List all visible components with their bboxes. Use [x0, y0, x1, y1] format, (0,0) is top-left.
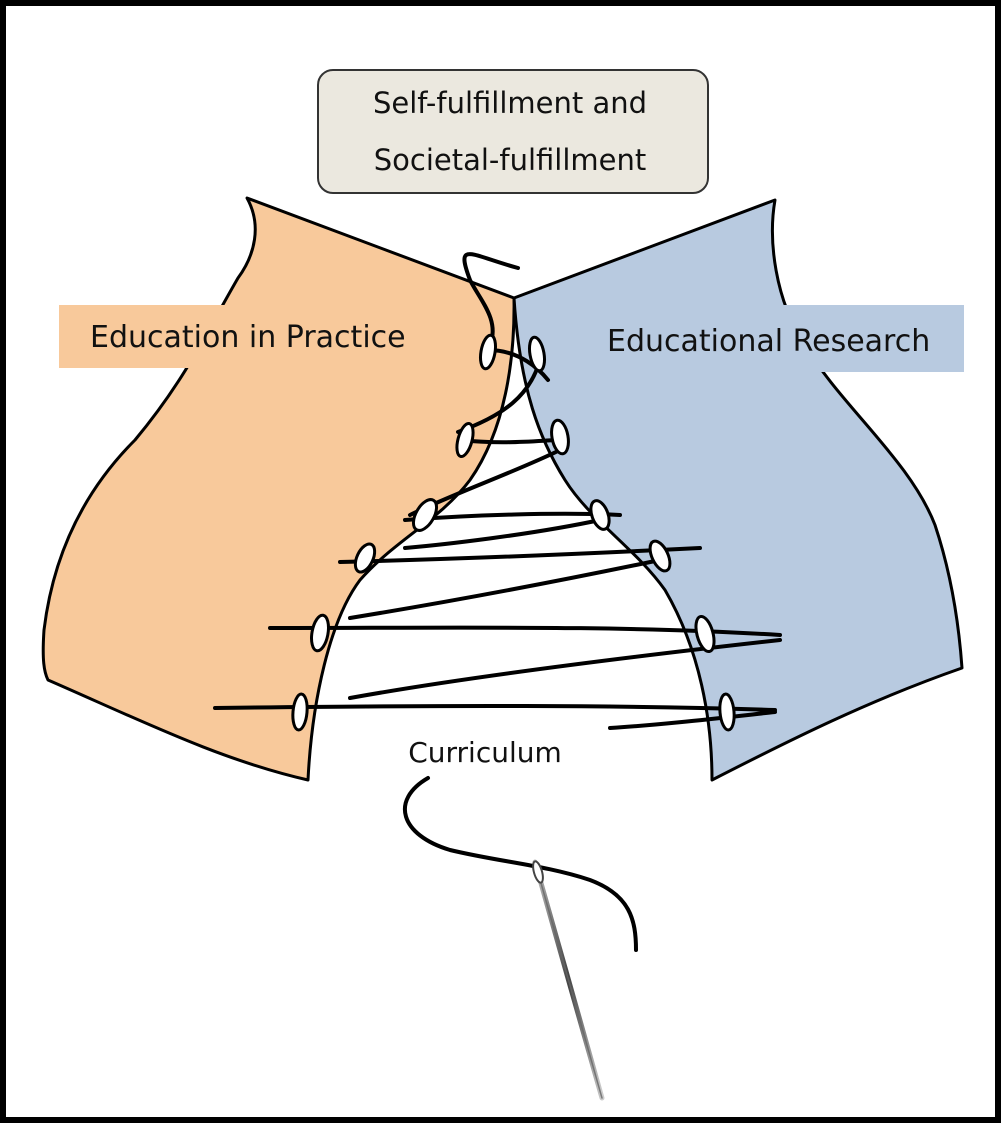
bottom-label: Curriculum [408, 736, 562, 769]
top-box-line2: Societal-fulfillment [374, 143, 647, 177]
right-label: Educational Research [607, 324, 930, 359]
left-label: Education in Practice [90, 320, 406, 355]
top-box-line1: Self-fulfillment and [373, 86, 647, 120]
needle-thread [405, 778, 636, 950]
needle-icon [531, 860, 602, 1098]
right-fabric [514, 200, 962, 780]
left-fabric [43, 198, 514, 780]
